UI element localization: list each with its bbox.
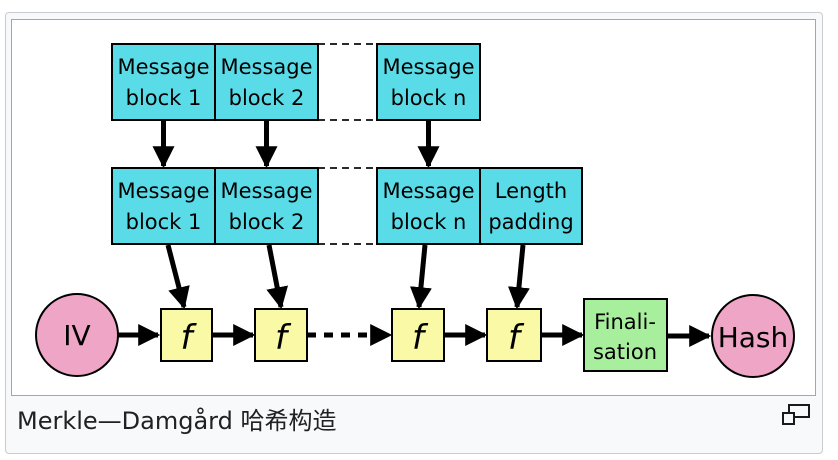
f-box-2 [254, 308, 308, 362]
figure-frame: Message block 1 Message block 2 Message … [5, 12, 823, 454]
f-box-1 [160, 308, 213, 362]
arrow-mid2-to-f2 [266, 244, 289, 310]
finalisation-box [583, 298, 668, 372]
top-block-1-line2: block 1 [126, 86, 202, 110]
mid-block-n-line2: block n [391, 210, 467, 234]
mid-block-n-line1: Message [382, 179, 474, 203]
finalisation-line2: sation [593, 340, 657, 364]
iv-node [35, 293, 119, 377]
f-box-4 [486, 308, 542, 362]
length-padding-block [479, 167, 583, 245]
mid-block-2-line1: Message [220, 179, 312, 203]
mid-block-1-line2: block 1 [126, 210, 202, 234]
f-box-3 [391, 308, 445, 362]
mid-message-block-1 [111, 167, 216, 245]
arrow-padding-to-f4 [507, 244, 530, 310]
mid-block-1-line1: Message [117, 179, 209, 203]
hash-node [711, 294, 795, 378]
length-padding-line2: padding [488, 210, 573, 234]
diagram-image[interactable]: Message block 1 Message block 2 Message … [11, 19, 816, 396]
iv-label: IV [63, 319, 90, 352]
finalisation-line1: Finali- [594, 310, 656, 334]
merkle-damgard-diagram: Message block 1 Message block 2 Message … [35, 43, 795, 378]
top-block-n-line2: block n [391, 86, 467, 110]
magnify-icon[interactable] [780, 402, 816, 430]
figure-caption: Merkle—Damgård 哈希构造 [17, 407, 337, 435]
magnify-icon-small-rect [782, 412, 795, 425]
top-block-1-line1: Message [117, 55, 209, 79]
top-message-block-n [376, 43, 481, 121]
length-padding-line1: Length [495, 179, 567, 203]
top-block-n-line1: Message [382, 55, 474, 79]
mid-message-block-2 [214, 167, 319, 245]
arrow-mid1-to-f1 [165, 244, 190, 310]
hash-label: Hash [718, 321, 789, 354]
mid-message-block-n [376, 167, 481, 245]
arrow-midn-to-f3 [409, 244, 432, 310]
top-block-2-line1: Message [220, 55, 312, 79]
top-block-2-line2: block 2 [229, 86, 305, 110]
mid-block-2-line2: block 2 [229, 210, 305, 234]
